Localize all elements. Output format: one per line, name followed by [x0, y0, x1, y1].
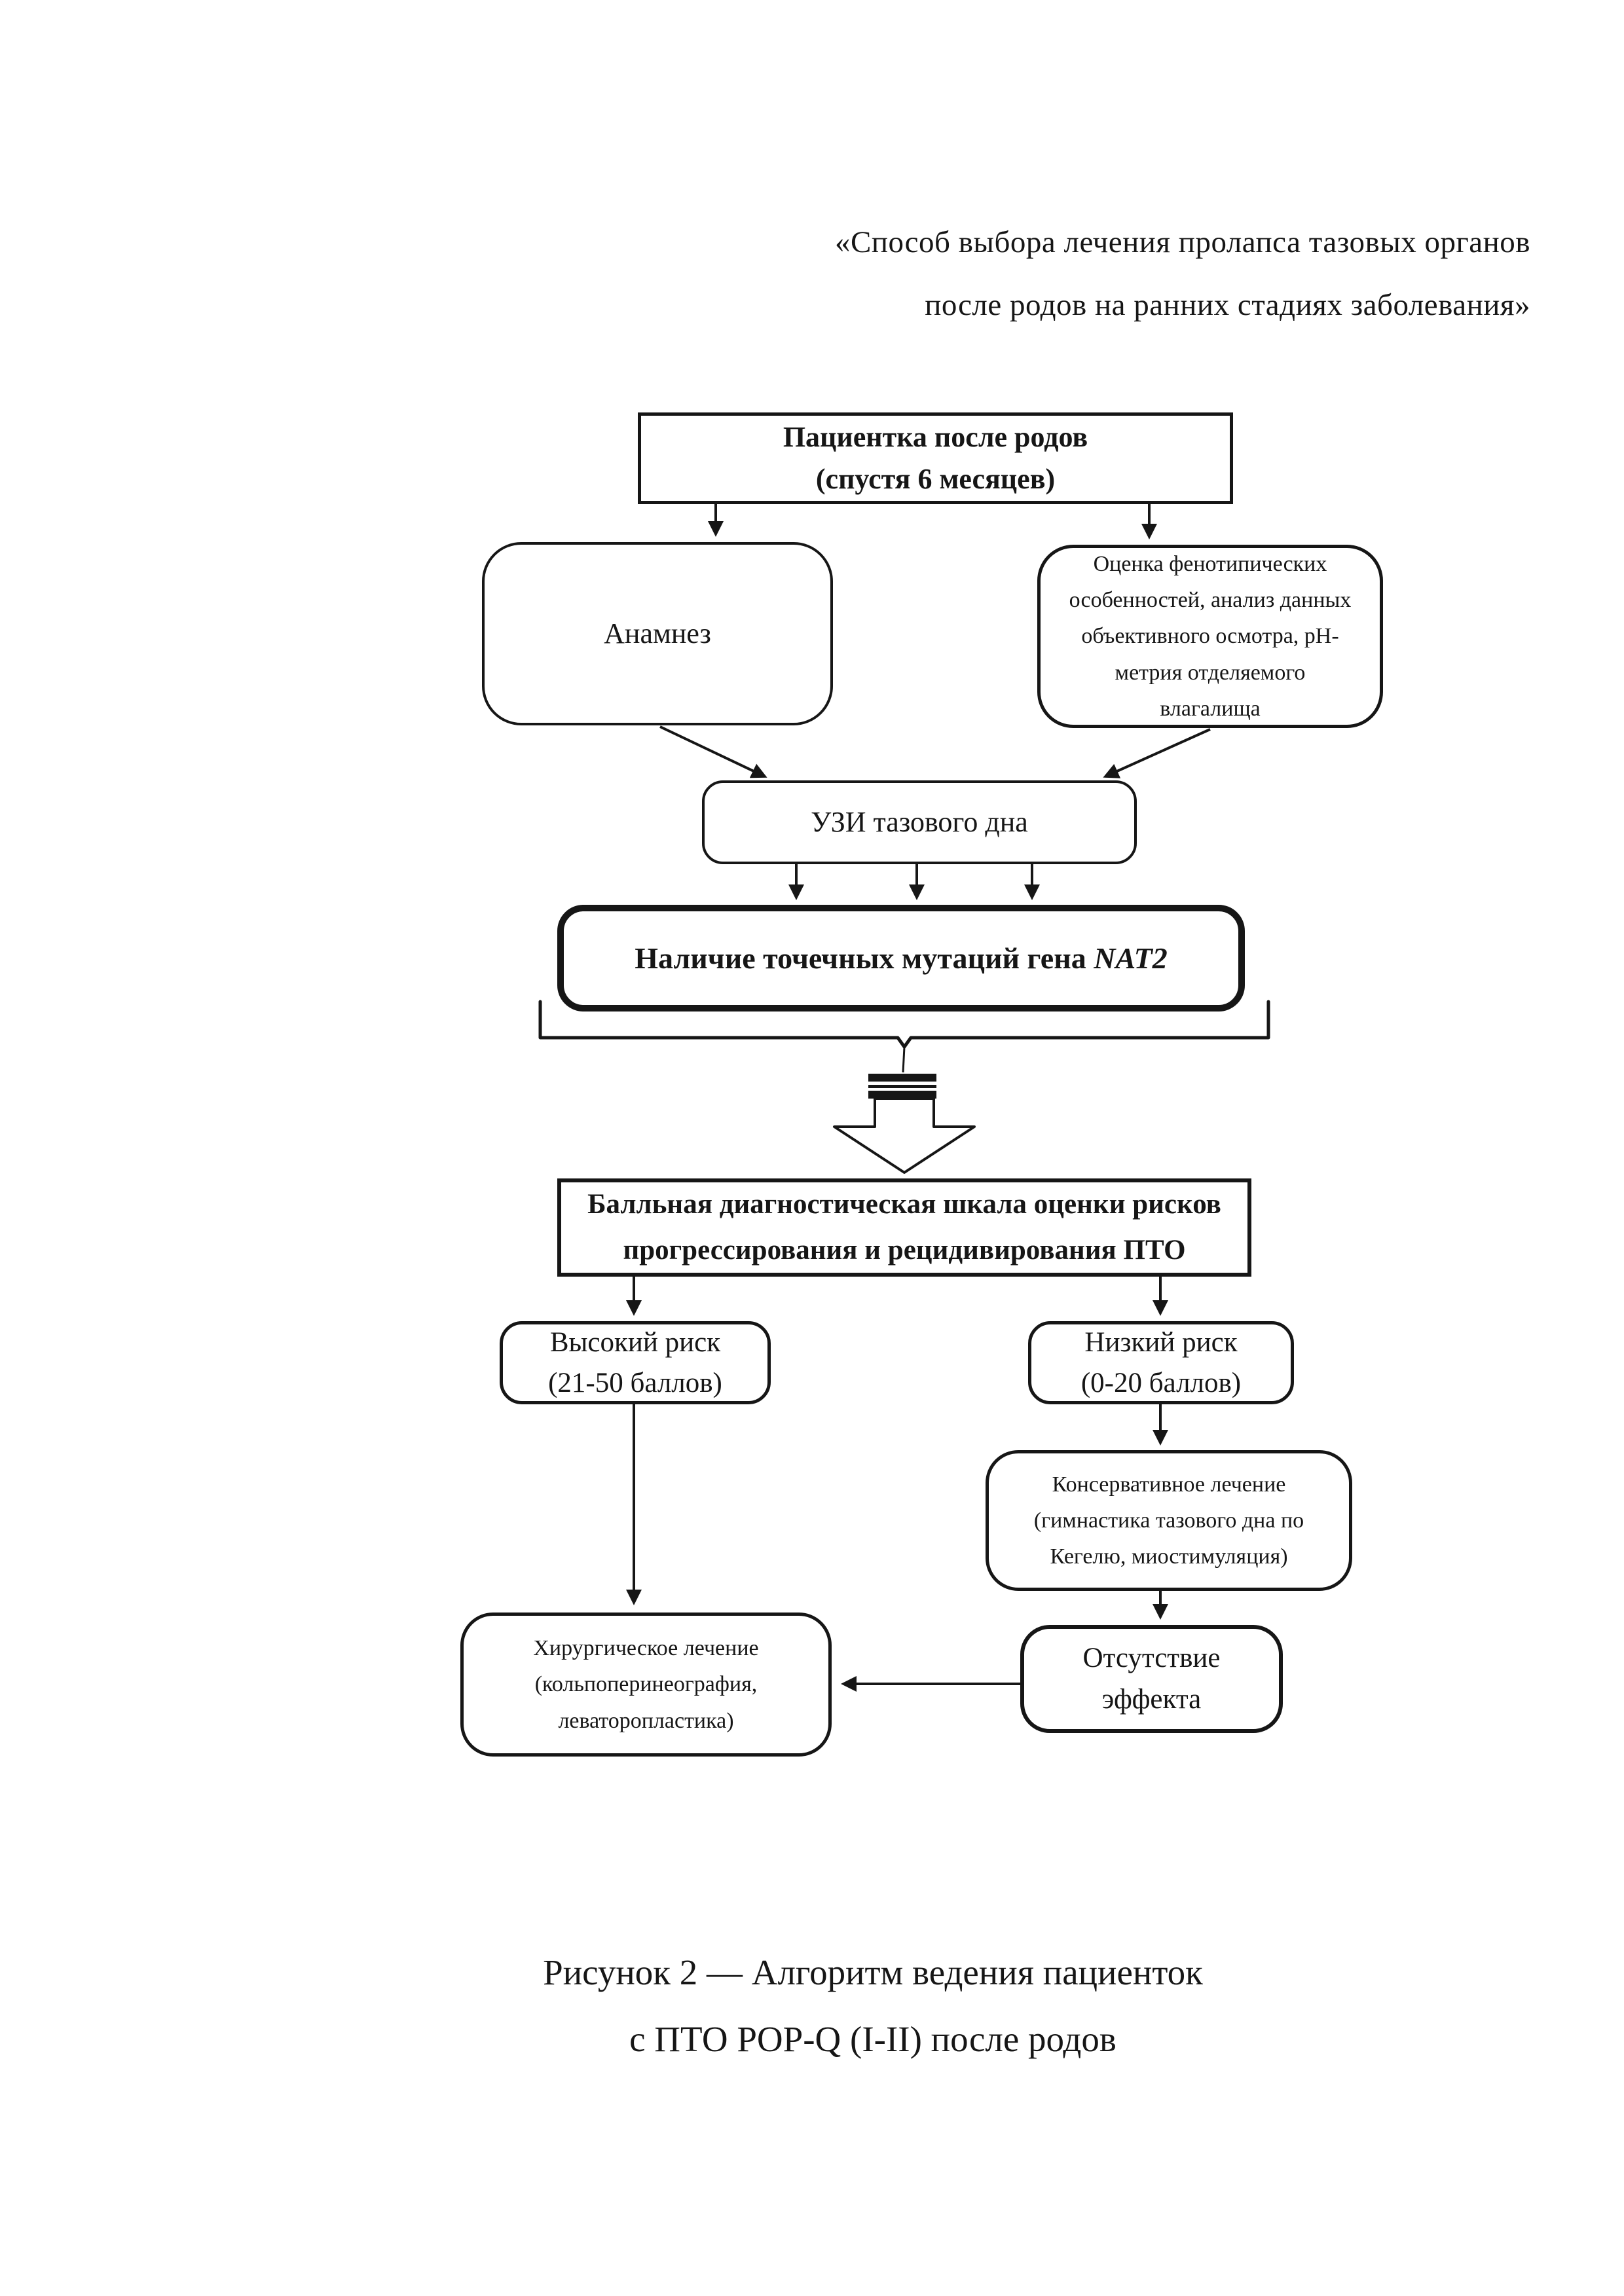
node-anamnesis: Анамнез [482, 542, 833, 725]
node-pelvic-floor-ultrasound: УЗИ тазового дна [702, 780, 1137, 864]
node-low-risk: Низкий риск (0-20 баллов) [1028, 1321, 1294, 1404]
header-line-1: «Способ выбора лечения пролапса тазовых … [835, 225, 1530, 259]
node-no-effect: Отсутствие эффекта [1020, 1625, 1283, 1733]
block-arrow-stripes [868, 1074, 936, 1099]
document-header: «Способ выбора лечения пролапса тазовых … [614, 211, 1530, 337]
node-nat2-mutations: Наличие точечных мутаций гена NAT2 [557, 905, 1245, 1011]
node-patient-line-2: (спустя 6 месяцев) [815, 463, 1056, 495]
node-phenotype-label: Оценка фенотипических особенностей, анал… [1069, 552, 1352, 721]
node-no-effect-line-1: Отсутствие [1082, 1643, 1221, 1674]
node-nat2-gene: NAT2 [1094, 941, 1168, 975]
node-scale-line-1: Балльная диагностическая шкала оценки ри… [587, 1189, 1221, 1220]
header-line-2: после родов на ранних стадиях заболевани… [925, 288, 1530, 322]
node-conservative-label: Консервативное лечение (гимнастика тазов… [1033, 1472, 1304, 1569]
node-scale-line-2: прогрессирования и рецидивирования ПТО [623, 1235, 1186, 1266]
node-surgical-label: Хирургическое лечение (кольпоперинеограф… [533, 1636, 759, 1733]
node-ultrasound-label: УЗИ тазового дна [811, 806, 1028, 838]
node-patient-line-1: Пациентка после родов [783, 421, 1088, 454]
brace-tail [902, 1046, 906, 1073]
node-nat2-label: Наличие точечных мутаций гена NAT2 [635, 936, 1167, 981]
node-phenotype-assessment: Оценка фенотипических особенностей, анал… [1037, 545, 1383, 728]
node-anamnesis-label: Анамнез [604, 617, 711, 649]
node-low-risk-line-2: (0-20 баллов) [1080, 1367, 1242, 1398]
node-conservative-treatment: Консервативное лечение (гимнастика тазов… [986, 1450, 1352, 1591]
caption-line-2: с ПТО POP-Q (I-II) после родов [629, 2019, 1116, 2059]
node-high-risk: Высокий риск (21-50 баллов) [500, 1321, 771, 1404]
node-patient-after-birth: Пациентка после родов (спустя 6 месяцев) [638, 412, 1233, 504]
node-low-risk-line-1: Низкий риск [1084, 1327, 1238, 1358]
arrow-phenotype-to-ultrasound [1103, 728, 1211, 778]
node-surgical-treatment: Хирургическое лечение (кольпоперинеограф… [460, 1613, 832, 1757]
node-no-effect-line-2: эффекта [1101, 1683, 1202, 1715]
node-high-risk-line-2: (21-50 баллов) [548, 1367, 722, 1398]
arrow-anamnesis-to-ultrasound [659, 725, 767, 778]
figure-caption: Рисунок 2 — Алгоритм ведения пациенток с… [349, 1939, 1397, 2073]
node-high-risk-line-1: Высокий риск [549, 1327, 721, 1358]
caption-line-1: Рисунок 2 — Алгоритм ведения пациенток [543, 1952, 1203, 1992]
node-nat2-text: Наличие точечных мутаций гена [635, 941, 1094, 975]
node-risk-score-scale: Балльная диагностическая шкала оценки ри… [557, 1178, 1251, 1277]
block-down-arrow [833, 1097, 976, 1174]
